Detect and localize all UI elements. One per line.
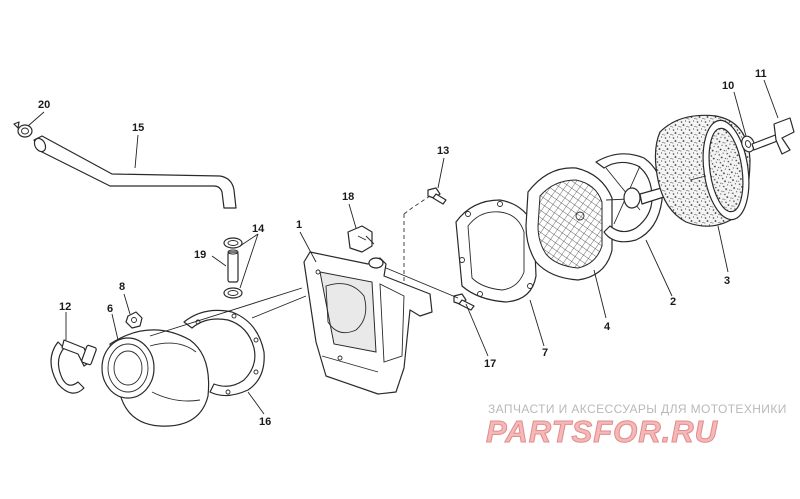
part-14-clamp-upper (223, 237, 243, 249)
callout-1: 1 (296, 219, 302, 231)
callout-17: 17 (484, 358, 496, 370)
part-18-bracket (347, 225, 373, 253)
part-7-filter-frame (455, 199, 537, 303)
watermark-logo: PARTSFOR.RU (485, 414, 719, 450)
leader-lines (27, 79, 779, 415)
callout-11: 11 (755, 68, 767, 80)
part-12-band-clamp (50, 339, 97, 394)
part-15-breather-hose (33, 135, 237, 209)
callout-6: 6 (107, 303, 113, 315)
part-10-washer (741, 135, 755, 153)
part-3-filter-cover (654, 114, 751, 227)
part-13-screw (427, 187, 447, 205)
part-11-wing-bolt (751, 117, 795, 155)
callout-7: 7 (542, 347, 548, 359)
part-20-clamp (13, 121, 33, 138)
callout-labels: 20 15 1 18 13 14 19 8 6 12 16 17 7 4 2 3… (38, 68, 767, 428)
callout-14: 14 (252, 223, 265, 235)
callout-13: 13 (437, 145, 449, 157)
watermark-caption: ЗАПЧАСТИ И АКСЕССУАРЫ ДЛЯ МОТОТЕХНИКИ (488, 402, 787, 416)
part-16-gasket (183, 309, 265, 397)
part-8-nut (125, 311, 143, 329)
callout-10: 10 (722, 80, 734, 92)
part-17-screw (453, 293, 475, 311)
callout-18: 18 (342, 191, 354, 203)
part-4-mesh-screen (525, 167, 613, 281)
callout-3: 3 (724, 275, 730, 287)
callout-20: 20 (38, 99, 50, 111)
callout-12: 12 (59, 301, 71, 313)
callout-2: 2 (670, 296, 676, 308)
callout-4: 4 (604, 321, 611, 333)
part-1-airbox (303, 251, 433, 395)
assembly-lines (149, 195, 459, 337)
part-6-intake-funnel (101, 329, 210, 427)
callout-19: 19 (194, 249, 206, 261)
callout-15: 15 (132, 122, 144, 134)
callout-8: 8 (119, 281, 125, 293)
callout-16: 16 (259, 416, 271, 428)
part-19-joint-pipe (227, 249, 239, 283)
part-14-clamp-lower (223, 287, 243, 299)
